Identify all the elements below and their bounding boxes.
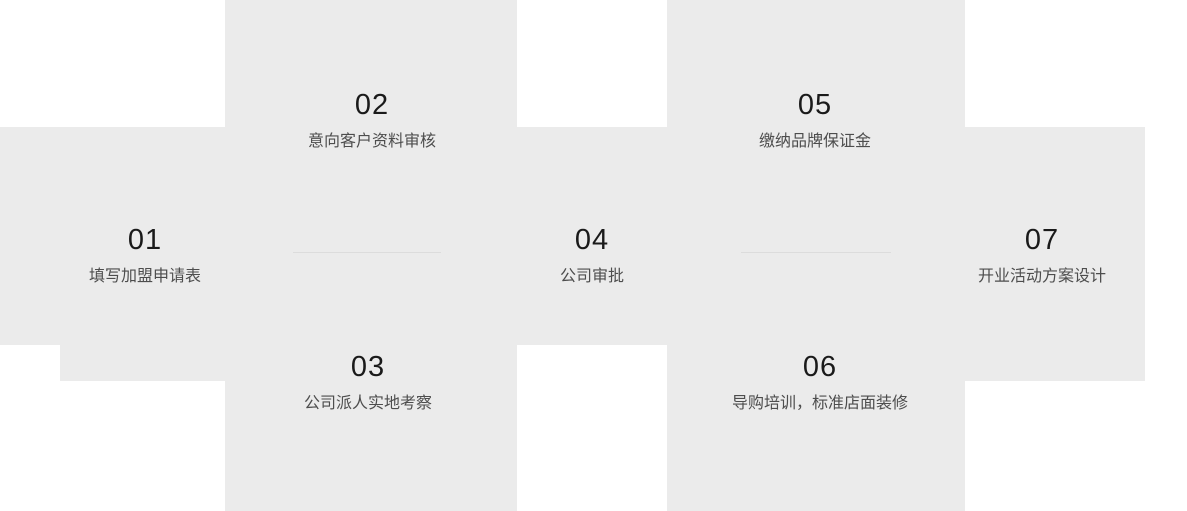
process-step-01: 01 填写加盟申请表 (15, 218, 275, 288)
step-label: 意向客户资料审核 (307, 133, 436, 150)
left-column-block (225, 0, 517, 511)
step-number: 05 (797, 89, 833, 121)
process-step-04: 04 公司审批 (462, 218, 722, 288)
divider-line-right (741, 252, 891, 253)
step-number: 07 (1024, 224, 1060, 256)
bottom-left-step-block (60, 345, 225, 381)
step-label: 公司派人实地考察 (303, 395, 432, 412)
divider-line-left (293, 252, 441, 253)
step-label: 开业活动方案设计 (977, 268, 1106, 285)
process-step-07: 07 开业活动方案设计 (912, 218, 1172, 288)
step-number: 03 (350, 351, 386, 383)
process-step-05: 05 缴纳品牌保证金 (685, 83, 945, 153)
process-step-06: 06 导购培训，标准店面装修 (670, 345, 970, 415)
step-number: 04 (574, 224, 610, 256)
process-step-02: 02 意向客户资料审核 (242, 83, 502, 153)
step-number: 06 (802, 351, 838, 383)
step-label: 导购培训，标准店面装修 (731, 395, 908, 412)
right-column-block (667, 0, 965, 511)
step-label: 公司审批 (559, 268, 624, 285)
step-label: 填写加盟申请表 (88, 268, 201, 285)
step-number: 02 (354, 89, 390, 121)
step-label: 缴纳品牌保证金 (758, 133, 871, 150)
step-number: 01 (127, 224, 163, 256)
process-step-03: 03 公司派人实地考察 (238, 345, 498, 415)
bottom-right-step-block (965, 345, 1145, 381)
